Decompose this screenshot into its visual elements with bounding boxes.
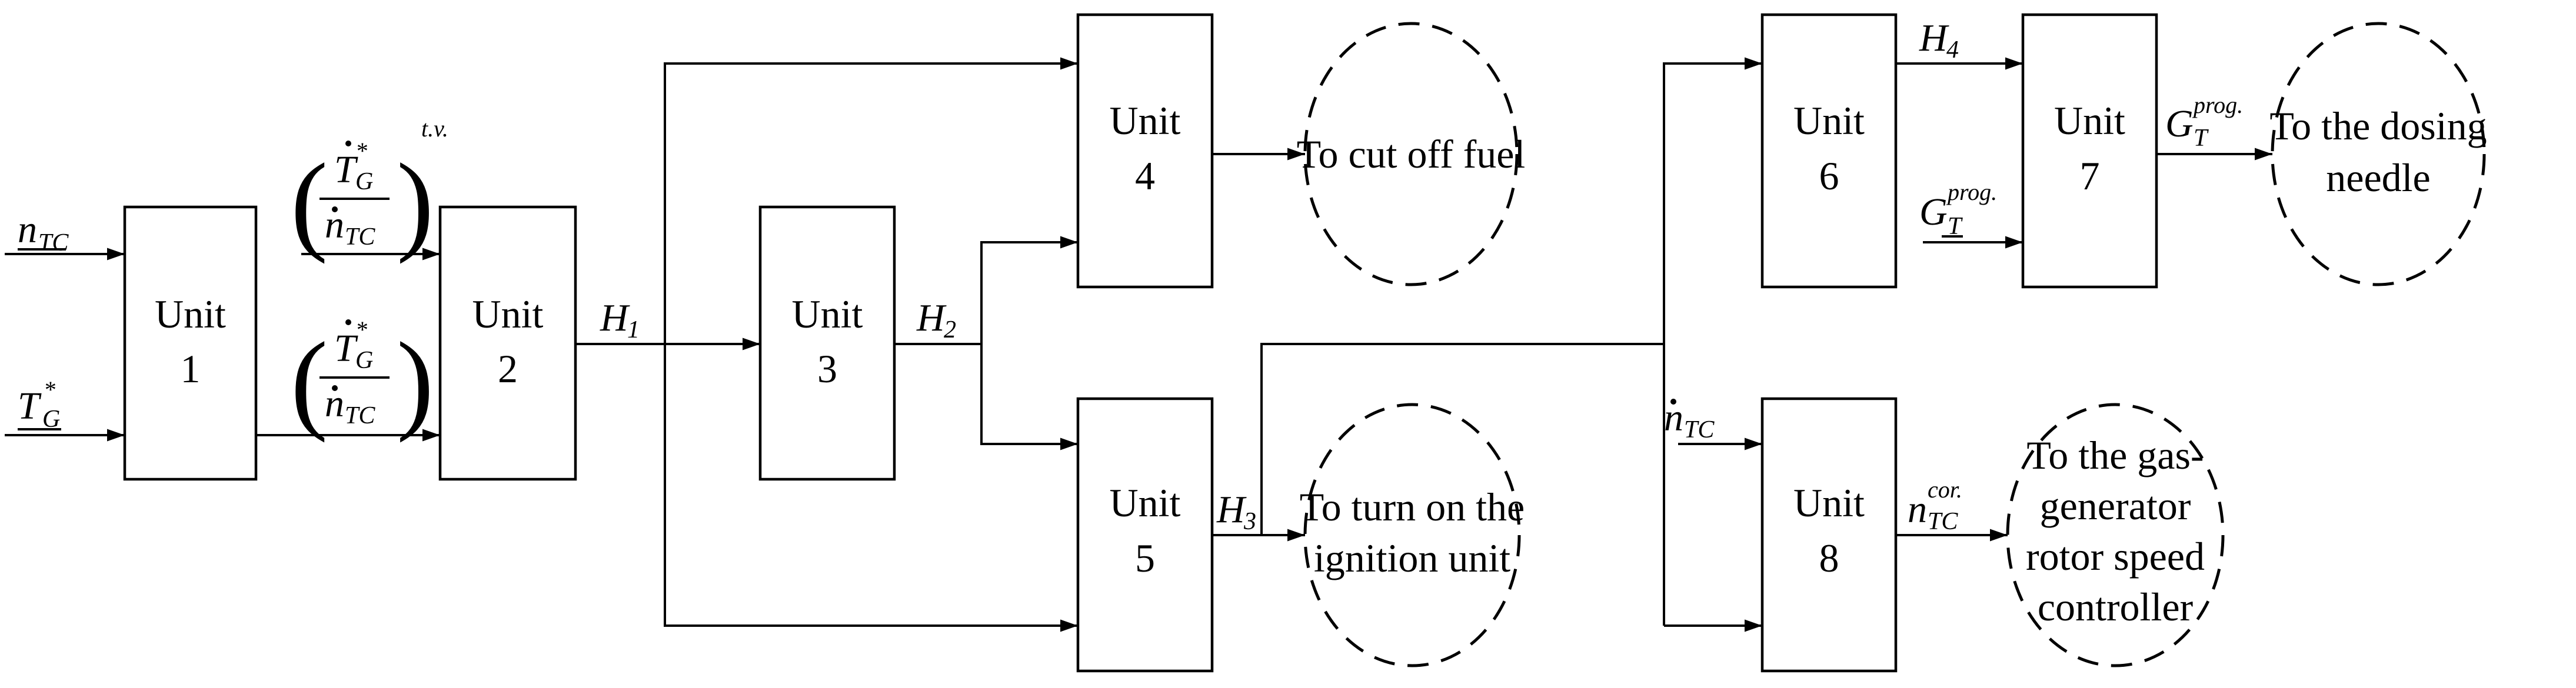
unit-5-block: Unit 5 [1076,397,1214,673]
svg-text:*: * [355,316,367,343]
svg-text:4: 4 [1946,36,1959,64]
target-ignition-unit: To turn on the ignition unit [1300,403,1525,667]
svg-text:H: H [1919,16,1949,59]
svg-text:H: H [1216,488,1247,531]
svg-text:): ) [397,141,434,265]
svg-text:*: * [355,138,367,164]
svg-text:G: G [355,347,373,374]
svg-text:t.v.: t.v. [421,115,448,142]
svg-text:prog.: prog. [2192,92,2243,118]
svg-text:nTC: nTC [18,208,69,256]
unit-3-number: 3 [817,346,837,391]
label-h3: H 3 [1216,488,1256,535]
ignition-line-1: To turn on the [1300,485,1525,529]
line-h3-to-upper-bus [1260,343,1664,535]
label-n-tc-dot-input: n TC [1664,396,1715,443]
svg-text:3: 3 [1243,508,1256,535]
label-n-tc-input: nTC [18,208,69,256]
label-n-tc-cor-output: n TC cor. [1908,476,1962,535]
unit-1-number: 1 [181,346,201,391]
svg-text:H: H [916,296,947,339]
svg-text:G: G [1919,191,1948,233]
unit-1-name: Unit [155,292,226,336]
rotor-controller-line-3: rotor speed [2026,534,2205,579]
label-fraction-tv: ( ) T G * n TC t.v. [291,115,448,265]
target-rotor-speed-controller: To the gas- generator rotor speed contro… [2006,403,2225,667]
svg-text:T: T [2194,125,2209,152]
unit-3-block: Unit 3 [758,205,896,481]
unit-7-number: 7 [2080,153,2100,198]
svg-text:n: n [1908,488,1927,531]
rotor-controller-line-2: generator [2040,483,2191,528]
unit-5-name: Unit [1110,480,1181,525]
arrow-h2-to-unit5 [980,344,1078,450]
label-h4: H 4 [1919,16,1959,64]
arrow-h2-to-unit4 [894,236,1078,345]
unit-2-block: Unit 2 [438,205,577,481]
label-h2: H 2 [916,296,956,343]
ignition-line-2: ignition unit [1314,536,1510,580]
unit-5-number: 5 [1135,536,1155,580]
cut-off-fuel-line-1: To cut off fuel [1297,132,1526,176]
svg-text:prog.: prog. [1946,179,1997,205]
label-fraction: ( ) T G * n TC [291,316,434,443]
svg-text:T: T [334,327,358,370]
unit-2-number: 2 [498,346,518,391]
svg-text:T: T [334,148,358,191]
unit-7-block: Unit 7 [2021,13,2158,289]
label-g-prog-output: G T prog. [2165,92,2243,152]
unit-8-block: Unit 8 [1760,397,1898,673]
svg-text:H: H [600,296,630,339]
label-t-g-star-input: T G * [18,376,61,433]
arrow-bus-to-unit6 [1663,57,1762,626]
arrow-h1-to-unit4 [664,57,1078,344]
unit-1-block: Unit 1 [123,205,258,481]
rotor-controller-line-1: To the gas- [2026,433,2204,477]
label-h1: H 1 [600,296,640,343]
svg-text:TC: TC [1928,508,1958,535]
svg-text:TC: TC [345,402,375,429]
target-dosing-needle: To the dosing needle [2269,22,2487,286]
svg-text:TC: TC [345,223,375,251]
unit-8-name: Unit [1793,480,1865,525]
dosing-needle-line-1: To the dosing [2269,103,2487,148]
unit-6-number: 6 [1819,153,1839,198]
unit-7-name: Unit [2054,98,2125,143]
target-cut-off-fuel: To cut off fuel [1297,22,1526,286]
svg-text:1: 1 [627,316,640,343]
rotor-controller-line-4: controller [2038,585,2194,629]
unit-6-block: Unit 6 [1760,13,1898,289]
dosing-needle-line-2: needle [2326,155,2430,200]
svg-text:*: * [44,376,55,403]
svg-text:2: 2 [944,316,956,343]
svg-text:T: T [18,385,42,428]
svg-text:(: ( [291,141,328,265]
svg-text:G: G [355,168,373,195]
svg-text:(: ( [291,320,328,443]
unit-4-number: 4 [1135,153,1155,198]
connections [5,57,2272,632]
unit-4-block: Unit 4 [1076,13,1214,289]
arrow-h1-to-unit5 [664,344,1078,632]
svg-text:cor.: cor. [1928,476,1962,503]
unit-2-name: Unit [472,292,544,336]
unit-6-name: Unit [1793,98,1865,143]
unit-3-name: Unit [792,292,863,336]
unit-8-number: 8 [1819,536,1839,580]
unit-4-name: Unit [1110,98,1181,143]
svg-text:TC: TC [1684,416,1715,443]
svg-text:G: G [2165,102,2194,145]
label-g-prog-input: G T prog. [1919,179,1997,240]
svg-text:): ) [397,320,434,443]
